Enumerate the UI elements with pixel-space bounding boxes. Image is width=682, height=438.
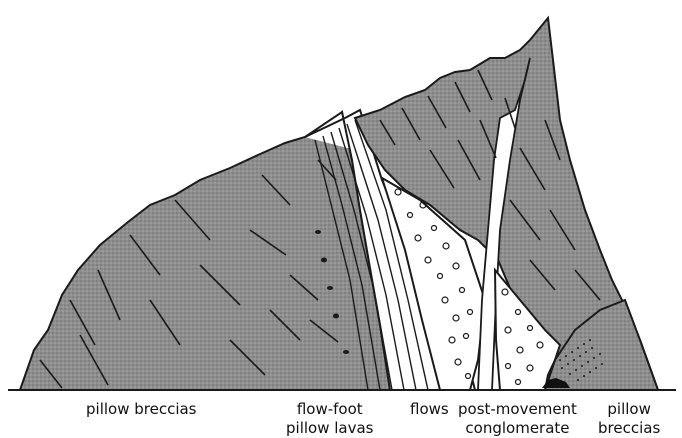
label-pillow-breccias-right: pillow breccias <box>598 400 660 438</box>
label-pillow-breccias-right-line1: pillow <box>598 400 660 419</box>
label-post-movement-line1: post-movement <box>458 400 577 419</box>
label-flow-foot-pillow-lavas: flow-foot pillow lavas <box>286 400 373 438</box>
label-pillow-breccias-left: pillow breccias <box>86 400 197 419</box>
label-flow-foot-line2: pillow lavas <box>286 419 373 438</box>
label-pillow-breccias-right-line2: breccias <box>598 419 660 438</box>
label-flows: flows <box>410 400 449 419</box>
label-flow-foot-line1: flow-foot <box>286 400 373 419</box>
label-post-movement-line2: conglomerate <box>458 419 577 438</box>
label-post-movement-conglomerate: post-movement conglomerate <box>458 400 577 438</box>
pillow-breccia-left-unit <box>20 112 390 390</box>
